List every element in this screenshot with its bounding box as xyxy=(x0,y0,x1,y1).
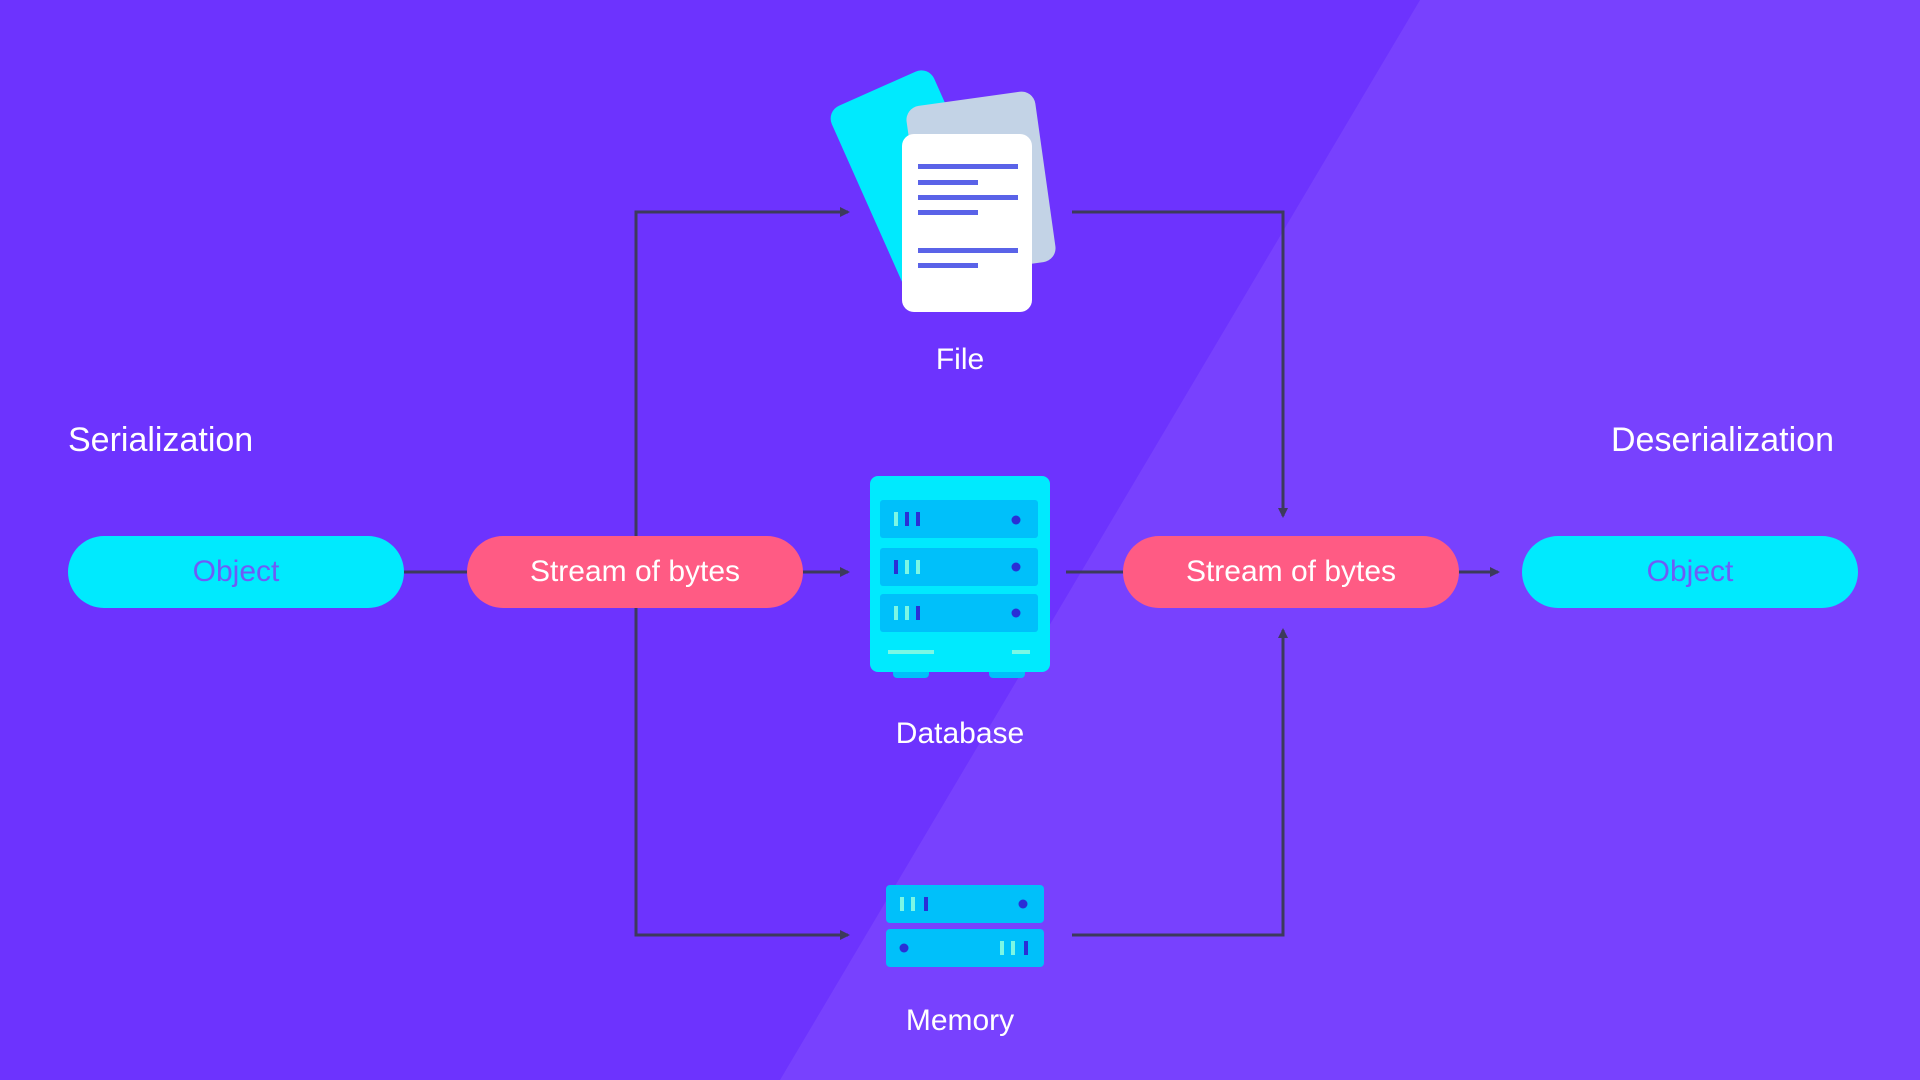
file-label: File xyxy=(935,343,985,376)
stream-of-bytes-pill-left: Stream of bytes xyxy=(467,536,803,608)
database-server-icon xyxy=(870,476,1050,678)
memory-label: Memory xyxy=(905,1004,1015,1037)
object-pill-left: Object xyxy=(68,536,404,608)
connectors xyxy=(402,207,1500,940)
stream-of-bytes-pill-right: Stream of bytes xyxy=(1123,536,1459,608)
connector-stream-to-file xyxy=(634,207,850,536)
connector-stream-to-memory xyxy=(634,608,850,940)
database-label: Database xyxy=(895,717,1025,750)
deserialization-heading: Deserialization xyxy=(1611,421,1834,459)
connector-file-to-stream xyxy=(1072,210,1288,518)
serialization-heading: Serialization xyxy=(68,421,254,459)
documents-icon xyxy=(830,70,1056,312)
memory-chip-icon xyxy=(886,885,1044,967)
object-pill-right: Object xyxy=(1522,536,1858,608)
connector-memory-to-stream xyxy=(1072,628,1288,937)
